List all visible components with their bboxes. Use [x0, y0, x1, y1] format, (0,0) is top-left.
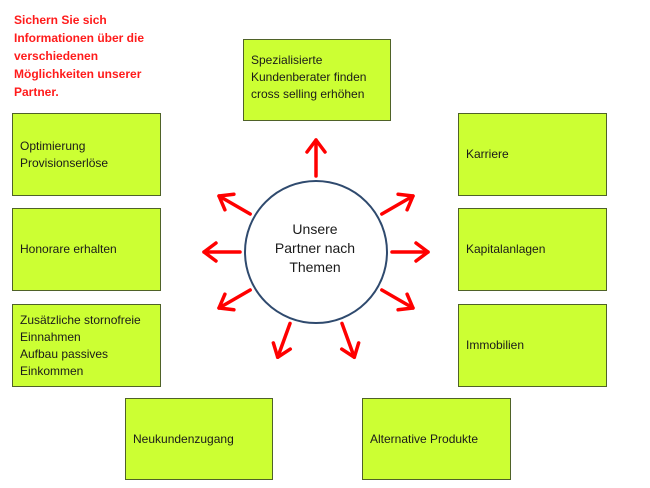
- box-zusaetzliche-einnahmen: Zusätzliche stornofreie Einnahmen Aufbau…: [12, 304, 161, 387]
- arrow-shaft: [380, 288, 415, 310]
- arrow-head: [414, 241, 430, 263]
- arrow-shaft: [340, 321, 357, 359]
- arrow-shaft: [275, 321, 292, 359]
- box-alternative-produkte: Alternative Produkte: [362, 398, 511, 480]
- arrow-head: [396, 192, 415, 212]
- box-immobilien: Immobilien: [458, 304, 607, 387]
- box-honorare-erhalten: Honorare erhalten: [12, 208, 161, 291]
- box-karriere: Karriere: [458, 113, 607, 196]
- arrow-shaft: [217, 288, 252, 310]
- headline-text: Sichern Sie sich Informationen über die …: [14, 13, 145, 99]
- arrow-head: [396, 292, 415, 312]
- arrow-head: [202, 241, 218, 263]
- arrow-head: [271, 341, 293, 359]
- box-neukundenzugang: Neukundenzugang: [125, 398, 273, 480]
- arrow-head: [305, 138, 327, 154]
- arrow-head: [339, 341, 361, 359]
- center-circle: [244, 180, 388, 324]
- arrow-shaft: [217, 194, 252, 216]
- arrow-head: [217, 292, 236, 312]
- box-spezialisierte-kundenberater: Spezialisierte Kundenberater finden cros…: [243, 39, 391, 121]
- arrow-shaft: [380, 194, 415, 216]
- box-kapitalanlagen: Kapitalanlagen: [458, 208, 607, 291]
- center-label: Unsere Partner nach Themen: [274, 221, 356, 275]
- box-optimierung-provisionserloese: Optimierung Provisionserlöse: [12, 113, 161, 196]
- arrow-head: [217, 192, 236, 212]
- radial-arrows: [202, 138, 430, 359]
